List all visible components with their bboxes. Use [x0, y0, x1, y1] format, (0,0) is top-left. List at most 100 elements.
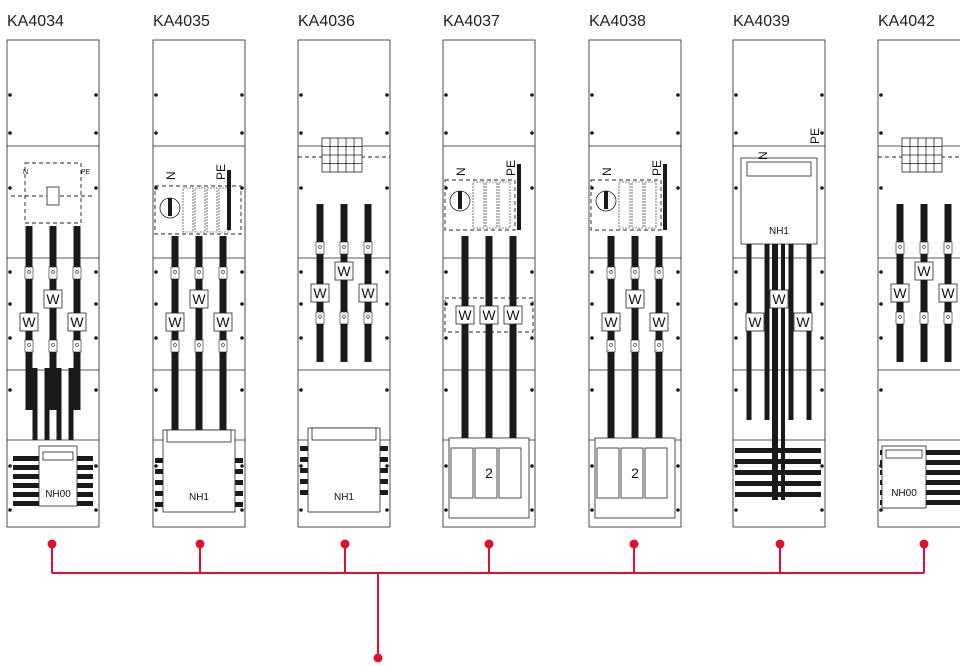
link-w-label: W [458, 307, 472, 323]
link-w-box [67, 312, 87, 332]
link-w-box [43, 289, 63, 309]
mounting-screw-dot [94, 336, 98, 340]
busbar-stub [735, 481, 821, 486]
busbar [316, 204, 324, 362]
mounting-screw-dot [94, 270, 98, 274]
bus-node-dot[interactable] [629, 539, 639, 549]
switch-handle[interactable] [46, 186, 60, 206]
mounting-screw-dot [590, 131, 594, 135]
bus-origin-node[interactable] [373, 653, 383, 663]
n-label: N [454, 167, 468, 176]
mounting-screw-dot [299, 186, 303, 190]
terminal-hole [339, 241, 349, 255]
bus-node-dot[interactable] [775, 539, 785, 549]
terminal-hole [943, 241, 953, 255]
mounting-screw-dot [154, 464, 158, 468]
busbar-stub [13, 492, 41, 497]
mounting-screw-dot [444, 464, 448, 468]
mounting-screw-dot [879, 131, 883, 135]
bus-node-dot[interactable] [484, 539, 494, 549]
busbar [607, 236, 615, 440]
mounting-screw-dot [590, 302, 594, 306]
terminal-hole [363, 311, 373, 325]
mounting-screw-dot [8, 388, 12, 392]
busbar [631, 236, 639, 440]
bus-node-dot[interactable] [47, 539, 57, 549]
mounting-screw-dot [154, 508, 158, 512]
mounting-screw-dot [676, 270, 680, 274]
rotary-switch-handle [168, 198, 172, 216]
mounting-screw-dot [299, 93, 303, 97]
bus-node-dot[interactable] [195, 539, 205, 549]
terminal-hole-circle [27, 343, 31, 347]
mounting-screw-dot [820, 270, 824, 274]
busbar-stub [378, 490, 388, 495]
terminal-hole [315, 311, 325, 325]
switch-outline [444, 179, 516, 231]
mounting-screw-dot [734, 336, 738, 340]
mounting-screw-dot [879, 270, 883, 274]
busbar-stub [65, 456, 93, 461]
mounting-screw-dot [530, 93, 534, 97]
busbar [485, 236, 493, 440]
device-label: NH00 [45, 489, 71, 500]
busbar [195, 236, 203, 432]
bus-node-dot[interactable] [919, 539, 929, 549]
mounting-screw-dot [820, 186, 824, 190]
terminal-hole [339, 311, 349, 325]
mounting-screw-dot [590, 270, 594, 274]
terminal-hole-circle [221, 343, 225, 347]
busbar-stub [300, 457, 310, 462]
mounting-screw-dot [879, 186, 883, 190]
panel-frame [6, 39, 100, 528]
link-w-box [19, 312, 39, 332]
contact-block [485, 181, 498, 229]
link-w-box [503, 305, 523, 325]
fuse-label-strip [166, 429, 232, 443]
panel-title: KA4042 [878, 13, 935, 30]
terminal-hole-circle [75, 343, 79, 347]
mounting-screw-dot [240, 302, 244, 306]
mounting-screw-dot [820, 302, 824, 306]
terminal-hole-circle [173, 343, 177, 347]
contact-block [618, 181, 631, 229]
fuse-strip-slot [498, 447, 522, 499]
mounting-screw-dot [385, 388, 389, 392]
mounting-screw-dot [444, 93, 448, 97]
cable-lead [806, 244, 812, 420]
fuse-strip-slot [596, 447, 620, 499]
panel-title: KA4037 [443, 13, 500, 30]
link-w-box [455, 305, 475, 325]
panel-frame [877, 39, 960, 528]
mounting-screw-dot [240, 336, 244, 340]
terminal-hole [48, 266, 58, 280]
mounting-screw-dot [734, 270, 738, 274]
mounting-screw-dot [444, 336, 448, 340]
cable-lead [764, 244, 770, 420]
mounting-screw-dot [94, 93, 98, 97]
busbar-stub [65, 474, 93, 479]
terminal-hole [943, 311, 953, 325]
bus-node-dot[interactable] [340, 539, 350, 549]
mounting-screw-dot [94, 302, 98, 306]
link-w-box [769, 289, 789, 309]
switch-outline [590, 179, 662, 231]
panel-title: KA4034 [7, 13, 64, 30]
mounting-screw-dot [8, 464, 12, 468]
device-label: 2 [485, 465, 493, 481]
fuse-strip-slot [620, 447, 644, 499]
mounting-screw-dot [385, 93, 389, 97]
link-w-label: W [482, 307, 496, 323]
busbar [944, 204, 952, 362]
busbar-stub [65, 492, 93, 497]
fuse-lead [68, 368, 74, 440]
terminal-hole-circle [898, 245, 902, 249]
mounting-screw-dot [385, 270, 389, 274]
